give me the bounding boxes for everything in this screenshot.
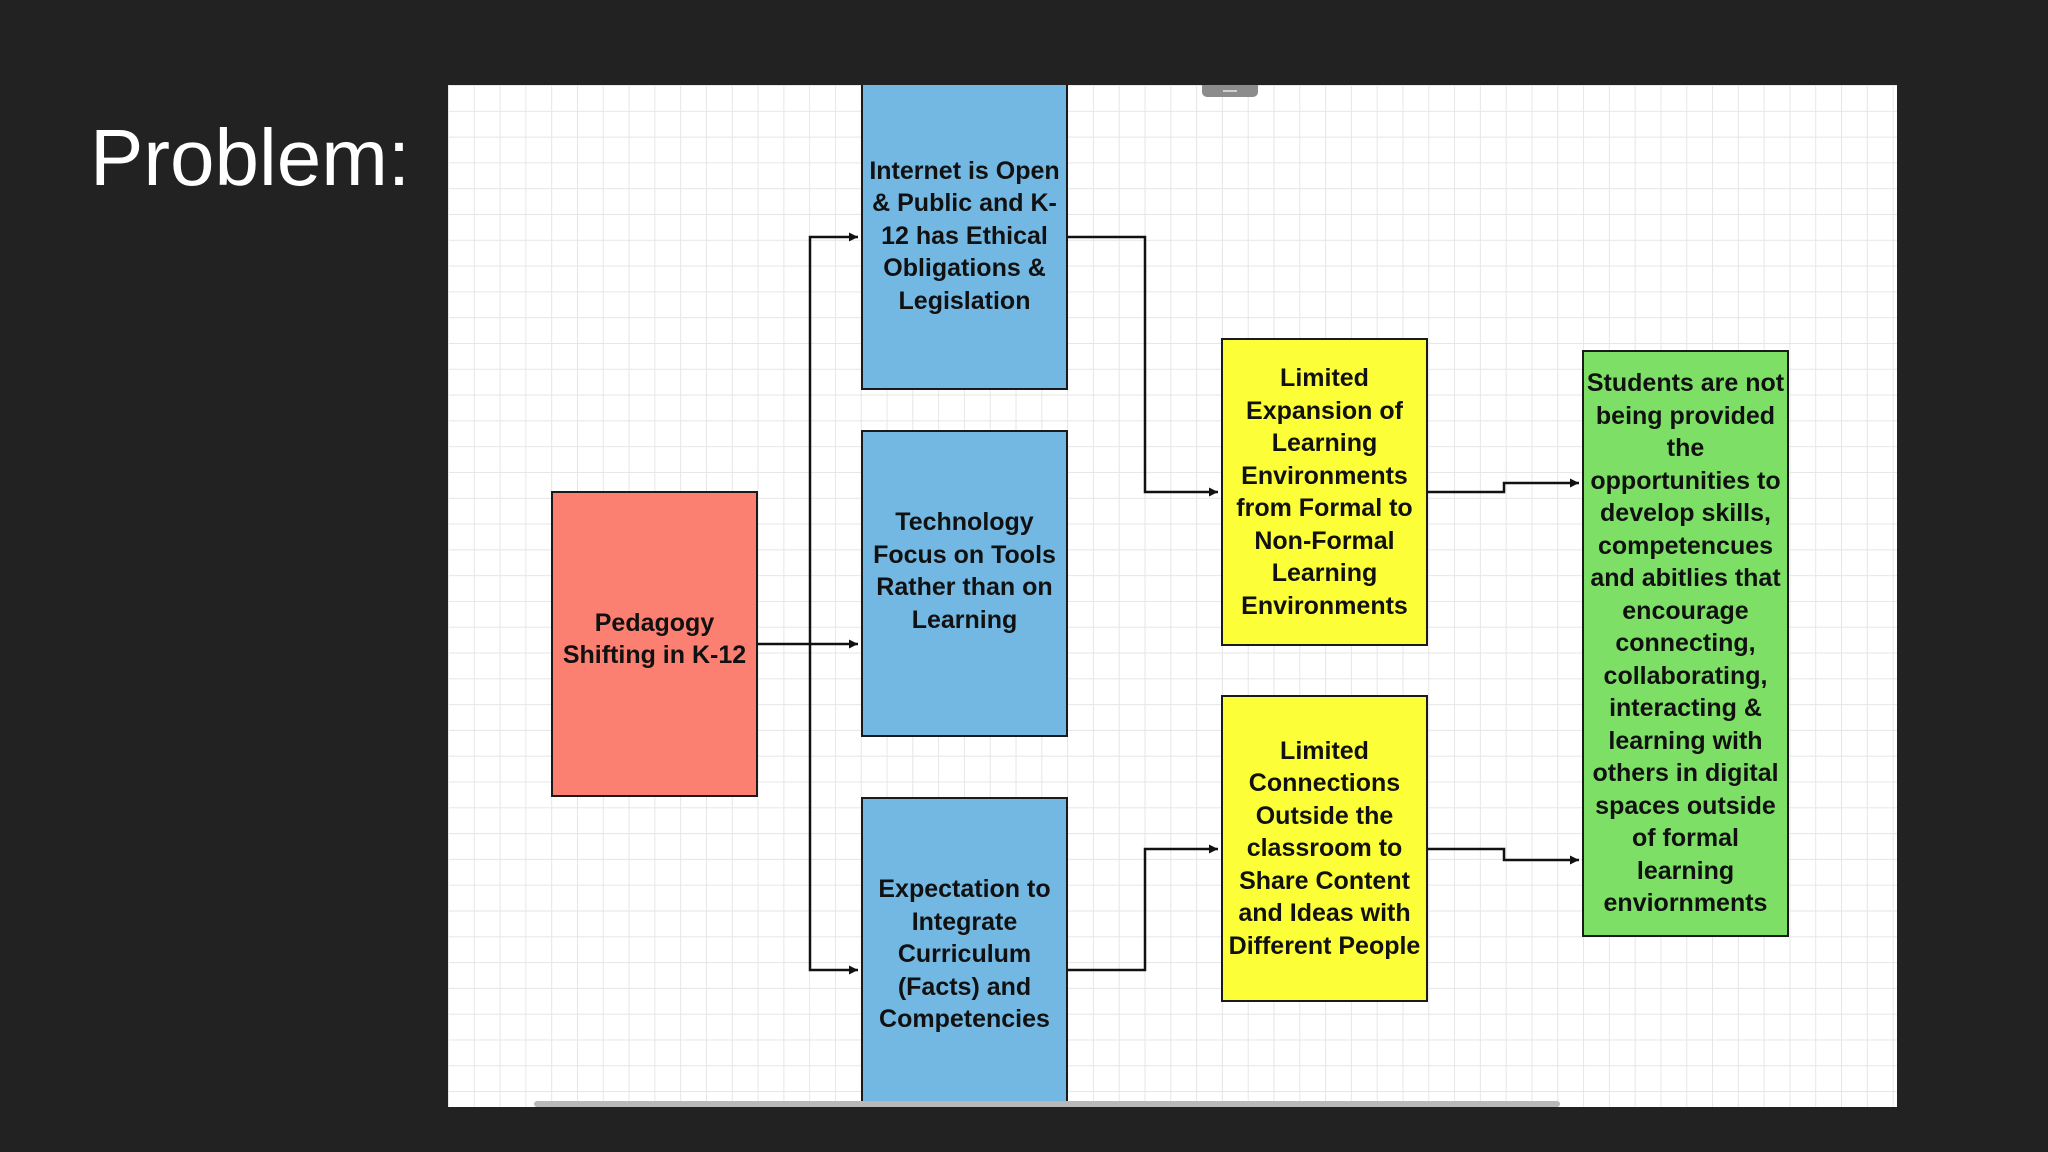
- edge-pedagogy-to-internet: [808, 232, 858, 644]
- edge-expectation-to-limited-connections: [1068, 844, 1218, 972]
- node-limited-connections-label: Limited Connections Outside the classroo…: [1228, 736, 1421, 960]
- edge-limited-connections-to-students: [1428, 847, 1579, 865]
- edge-pedagogy-to-expectation: [808, 644, 858, 975]
- node-pedagogy[interactable]: Pedagogy Shifting in K-12: [551, 491, 758, 797]
- node-internet-label: Internet is Open & Public and K-12 has E…: [869, 156, 1060, 315]
- canvas-drag-handle[interactable]: [1202, 85, 1258, 97]
- node-pedagogy-label: Pedagogy Shifting in K-12: [562, 608, 747, 670]
- horizontal-scrollbar[interactable]: [534, 1101, 1560, 1107]
- edge-limited-expansion-to-students: [1428, 478, 1579, 494]
- node-limited-connections[interactable]: Limited Connections Outside the classroo…: [1221, 695, 1428, 1002]
- node-technology[interactable]: Technology Focus on Tools Rather than on…: [861, 430, 1068, 737]
- node-students-label: Students are not being provided the oppo…: [1586, 369, 1785, 918]
- node-students[interactable]: Students are not being provided the oppo…: [1582, 350, 1789, 937]
- node-expectation[interactable]: Expectation to Integrate Curriculum (Fac…: [861, 797, 1068, 1107]
- slide-title: Problem:: [90, 113, 411, 202]
- node-limited-expansion[interactable]: Limited Expansion of Learning Environmen…: [1221, 338, 1428, 646]
- diagram-canvas[interactable]: Pedagogy Shifting in K-12 Internet is Op…: [448, 85, 1897, 1107]
- node-limited-expansion-label: Limited Expansion of Learning Environmen…: [1236, 364, 1413, 620]
- node-technology-label: Technology Focus on Tools Rather than on…: [873, 508, 1056, 634]
- diagram-connectors: [758, 232, 1579, 975]
- node-internet[interactable]: Internet is Open & Public and K-12 has E…: [861, 85, 1068, 390]
- node-expectation-label: Expectation to Integrate Curriculum (Fac…: [878, 875, 1051, 1034]
- edge-internet-to-limited-expansion: [1068, 235, 1218, 497]
